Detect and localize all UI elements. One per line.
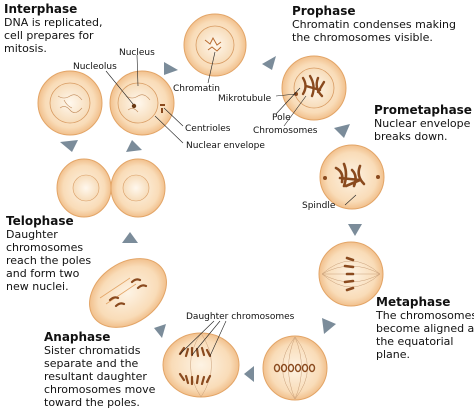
telophase-cell (89, 258, 167, 328)
arrow-prophase-to-prometaphase (334, 124, 350, 138)
anaphase-desc-line: Sister chromatids (44, 344, 141, 357)
daughter-chromosomes-label: Daughter chromosomes (186, 312, 295, 322)
interphase-desc-line: mitosis. (4, 42, 47, 55)
anaphase-desc-line: resultant daughter (44, 370, 147, 383)
metaphase-desc-line: plane. (376, 348, 411, 361)
metaphase-desc-line: become aligned at (376, 322, 474, 335)
nucleus-label: Nucleus (119, 48, 155, 58)
arrow-anaphase-to-telophase (154, 324, 166, 338)
centrioles-label: Centrioles (185, 124, 231, 134)
anaphase-title: Anaphase (44, 330, 111, 344)
metaphase-desc-line: the equatorial (376, 335, 454, 348)
arrow-cytokinesis-to-interphase-right (126, 140, 142, 152)
mikrotubule-label: Mikrotubule (218, 94, 272, 104)
prometaphase-title: Prometaphase (374, 103, 472, 117)
prophase-title: Prophase (292, 4, 356, 18)
arrow-interphase-to-chromatin (164, 62, 178, 75)
prophase-text: Prophase Chromatin condenses making the … (292, 4, 456, 45)
anaphase-text: Anaphase Sister chromatids separate and … (44, 330, 156, 410)
telophase-text: Telophase Daughter chromosomes reach the… (6, 214, 92, 294)
telophase-desc-line: chromosomes (6, 241, 84, 254)
nucleolus-label: Nucleolus (73, 62, 117, 72)
arrow-ring-to-anaphase (244, 366, 254, 382)
telophase-desc-line: and form two (6, 267, 80, 280)
telophase-desc-line: new nuclei. (6, 280, 69, 293)
metaphase-ring-cell (262, 335, 328, 401)
interphase-cell-left (37, 70, 103, 136)
chromatin-cell (183, 13, 247, 77)
arrow-cytokinesis-to-interphase-left (60, 140, 78, 152)
cytokinesis-cells (56, 158, 166, 218)
anaphase-cell (162, 332, 240, 398)
interphase-title: Interphase (4, 2, 78, 16)
telophase-title: Telophase (6, 214, 74, 228)
interphase-desc-line: DNA is replicated, (4, 16, 103, 29)
interphase-cell-labeled (109, 70, 175, 136)
prometaphase-text: Prometaphase Nuclear envelope breaks dow… (374, 103, 472, 144)
interphase-desc-line: cell prepares for (4, 29, 94, 42)
metaphase-title: Metaphase (376, 295, 451, 309)
leader-lines (105, 51, 357, 357)
chromosomes-label: Chromosomes (253, 126, 318, 136)
arrow-prometaphase-to-metaphase (348, 224, 362, 236)
pole-label: Pole (272, 113, 291, 123)
spindle-label: Spindle (302, 201, 336, 211)
metaphase-desc-line: The chromosomes (376, 309, 474, 322)
metaphase-text: Metaphase The chromosomes become aligned… (376, 295, 474, 362)
arrow-metaphase-to-ring (322, 318, 336, 334)
nuclear-envelope-label: Nuclear envelope (186, 141, 265, 151)
metaphase-cell (318, 241, 384, 307)
telophase-desc-line: Daughter (6, 228, 58, 241)
prometaphase-desc-line: breaks down. (374, 130, 448, 143)
chromatin-label: Chromatin (173, 84, 221, 94)
prophase-cell (281, 55, 347, 121)
arrow-chromatin-to-prophase (262, 56, 276, 70)
interphase-text: Interphase DNA is replicated, cell prepa… (4, 2, 103, 56)
anaphase-desc-line: toward the poles. (44, 396, 140, 409)
prometaphase-cell (319, 144, 385, 210)
prophase-desc-line: Chromatin condenses making (292, 18, 456, 31)
cycle-arrows (60, 56, 362, 382)
arrow-telophase-to-cytokinesis (122, 232, 138, 243)
anaphase-desc-line: separate and the (44, 357, 139, 370)
prometaphase-desc-line: Nuclear envelope (374, 117, 471, 130)
anaphase-desc-line: chromosomes move (44, 383, 156, 396)
telophase-desc-line: reach the poles (6, 254, 92, 267)
prophase-desc-line: the chromosomes visible. (292, 31, 433, 44)
